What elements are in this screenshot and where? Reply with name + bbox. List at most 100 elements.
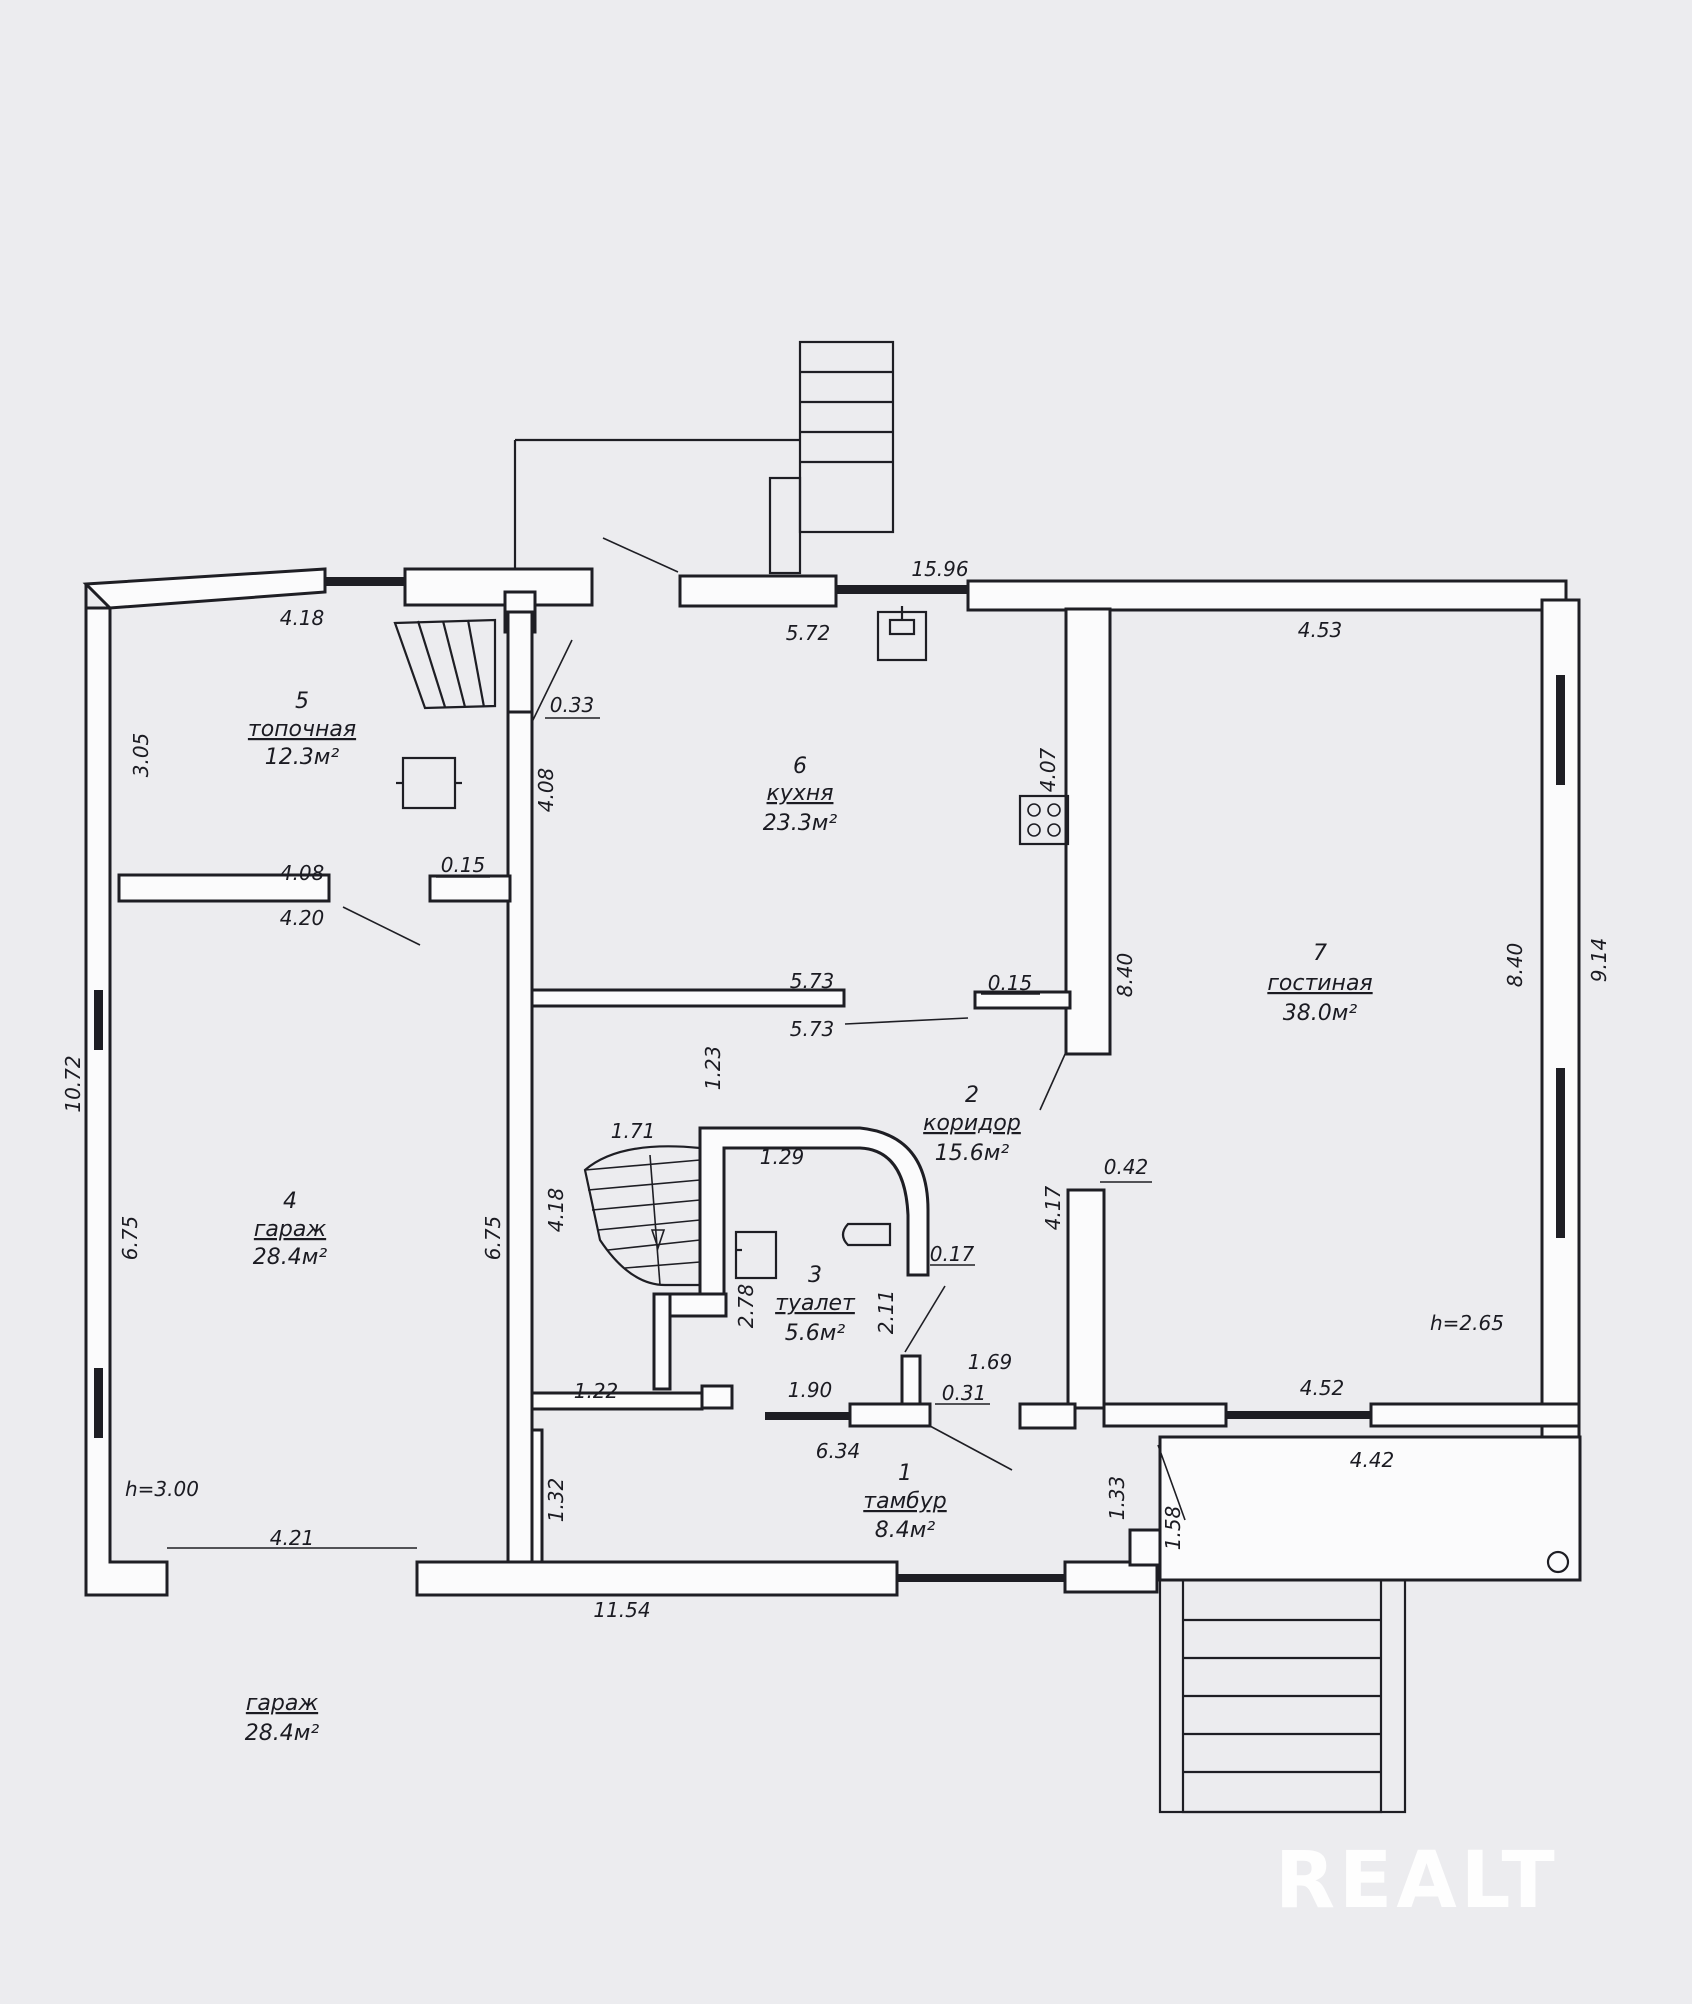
outside-garage-name: гараж [246, 1691, 318, 1716]
dim-wall-033: 0.33 [550, 693, 595, 717]
room-6-label: 6 кухня 23.3м² [763, 754, 838, 836]
window-boiler-top [325, 577, 405, 586]
kitchen-living-wall [1064, 607, 1112, 1056]
dim-kitchen-top: 5.72 [786, 621, 831, 645]
dim-corridor-122: 1.22 [574, 1379, 619, 1403]
realt-watermark: REALT [1275, 1836, 1559, 1926]
dim-wc-211: 2.11 [874, 1290, 898, 1335]
room-5-name: топочная [248, 717, 356, 742]
garage-ceiling-height: h=3.00 [125, 1477, 199, 1501]
dim-tambur-132: 1.32 [544, 1478, 568, 1523]
dim-garage-bottom: 4.21 [270, 1526, 315, 1550]
dim-bottom-total: 11.54 [593, 1598, 650, 1622]
boiler-garage-wall [117, 873, 331, 903]
dim-garage-top: 4.20 [280, 906, 325, 930]
room-7-number: 7 [1313, 941, 1327, 966]
dim-wall-031: 0.31 [942, 1381, 987, 1405]
window-living-right-bottom [1556, 1068, 1565, 1238]
window-tambur-top [765, 1412, 850, 1420]
room-2-area: 15.6м² [935, 1141, 1010, 1166]
room-6-area: 23.3м² [763, 811, 838, 836]
porch-slab [1158, 1435, 1582, 1582]
wc-curved-wall [698, 1126, 930, 1310]
dim-corridor-169: 1.69 [968, 1350, 1013, 1374]
corridor-bottom-wall-stub [700, 1384, 734, 1410]
wc-left-wall-lower [652, 1292, 672, 1391]
kitchen-corridor-wall-right [973, 990, 1072, 1010]
boiler-right-wall [506, 706, 534, 1572]
room-4-area: 28.4м² [253, 1245, 328, 1270]
room-5-label: 5 топочная 12.3м² [248, 689, 356, 770]
living-bottom-wall-right [1369, 1402, 1581, 1428]
room-1-name: тамбур [863, 1489, 946, 1514]
living-ceiling-height: h=2.65 [1430, 1311, 1504, 1335]
dim-wc-278: 2.78 [734, 1284, 758, 1329]
dimensions: 15.96 4.18 3.05 0.33 5.72 4.07 4.08 4.53… [61, 557, 1611, 1622]
living-bottom-wall-left [1102, 1402, 1228, 1428]
dim-living-top: 4.53 [1298, 618, 1343, 642]
tambur-wall-right [1018, 1402, 1077, 1430]
boiler-stairs [393, 618, 497, 710]
boiler-garage-wall-stub [428, 874, 512, 903]
dim-wall-017: 0.17 [930, 1242, 975, 1266]
room-2-label: 2 коридор 15.6м² [923, 1083, 1021, 1166]
room-1-number: 1 [898, 1461, 912, 1486]
room-7-label: 7 гостиная 38.0м² [1267, 941, 1372, 1026]
window-garage-left-top [94, 990, 103, 1050]
dim-wall-015a: 0.15 [441, 853, 486, 877]
outer-left-wall [84, 584, 169, 1597]
kitchen-corridor-wall [530, 988, 846, 1008]
wc-fixtures [734, 1222, 892, 1280]
dim-outer-left: 10.72 [61, 1055, 85, 1112]
stove-icon [1018, 794, 1070, 846]
dim-stair-171: 1.71 [611, 1119, 656, 1143]
dim-outer-right: 9.14 [1587, 938, 1611, 983]
dim-corridor-left: 4.18 [544, 1188, 568, 1233]
room-2-name: коридор [923, 1111, 1021, 1136]
bottom-outer-wall-stub [1128, 1528, 1162, 1567]
room-5-area: 12.3м² [265, 745, 340, 770]
outside-garage-area: 28.4м² [245, 1721, 320, 1746]
dim-topoch-height: 3.05 [129, 733, 153, 778]
dim-corridor-123: 1.23 [701, 1046, 725, 1091]
room-6-number: 6 [793, 754, 807, 779]
room-1-area: 8.4м² [875, 1518, 936, 1543]
dim-topoch-bottom: 4.08 [280, 861, 325, 885]
fixtures [167, 340, 1570, 1814]
room-5-number: 5 [295, 689, 309, 714]
dim-underlines [436, 717, 1152, 1405]
top-living-wall [966, 579, 1568, 612]
back-stairs [513, 340, 895, 575]
top-left-wall [403, 567, 594, 607]
dim-top-total: 15.96 [911, 557, 968, 581]
porch-stairs [1158, 1578, 1407, 1814]
room-6-name: кухня [767, 781, 834, 806]
spiral-stairs [583, 1145, 701, 1287]
dim-kitchen-bottom: 5.73 [790, 969, 835, 993]
boiler-icon [396, 756, 462, 810]
room-3-number: 3 [808, 1263, 822, 1288]
tambur-left-wall [530, 1428, 544, 1567]
window-living-bottom [1226, 1411, 1371, 1419]
window-tambur-bottom [897, 1574, 1065, 1582]
window-garage-left-bottom [94, 1368, 103, 1438]
room-labels: 1 тамбур 8.4м² 2 коридор 15.6м² 3 туалет… [125, 689, 1504, 1746]
room-3-label: 3 туалет 5.6м² [775, 1263, 856, 1346]
top-kitchen-wall-left [678, 574, 838, 608]
walls [82, 567, 1582, 1597]
drain-icon [1546, 1550, 1570, 1574]
dim-living-right: 8.40 [1503, 943, 1527, 988]
dim-kitchen-left: 4.08 [534, 768, 558, 813]
dim-living-bottom: 4.52 [1300, 1376, 1345, 1400]
dim-wc-190: 1.90 [788, 1378, 833, 1402]
window-kitchen-top [836, 585, 968, 594]
dim-corridor-top: 5.73 [790, 1017, 835, 1041]
door-swings [167, 537, 1186, 1549]
room-4-number: 4 [283, 1189, 297, 1214]
room-1-label: 1 тамбур 8.4м² [863, 1461, 946, 1543]
dim-wall-015b: 0.15 [988, 971, 1033, 995]
dim-step-442: 4.42 [1350, 1448, 1395, 1472]
corridor-living-wall [1066, 1188, 1106, 1410]
dim-topoch-width: 4.18 [280, 606, 325, 630]
